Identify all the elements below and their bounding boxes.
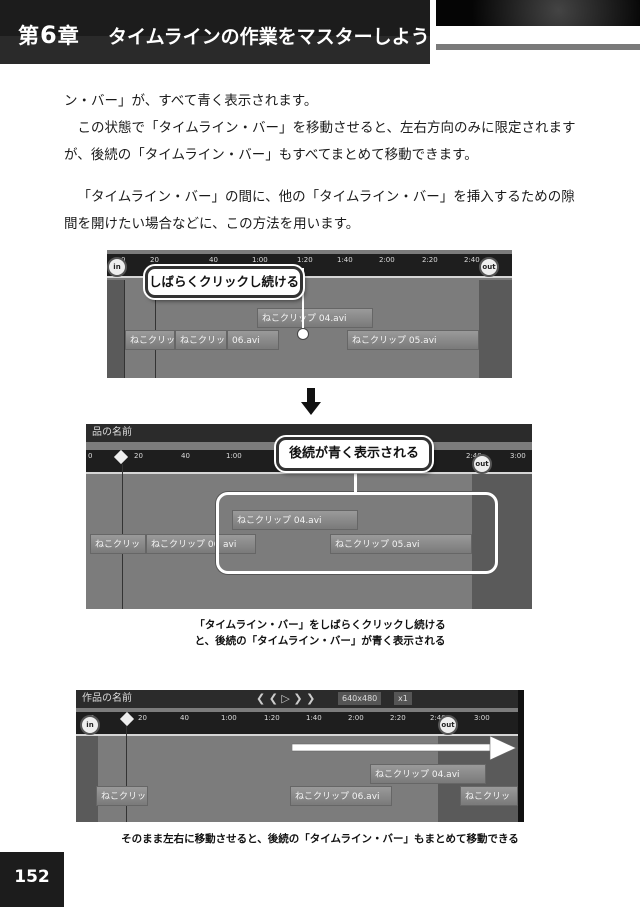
tick-label: 3:00 [510, 452, 526, 460]
move-right-arrow-icon [292, 736, 516, 760]
clip-06a[interactable]: ねこクリッ [175, 330, 227, 350]
window-title-text: 作品の名前 [82, 693, 132, 704]
tick-label: 1:00 [221, 714, 237, 722]
tick-label: 1:00 [226, 452, 242, 460]
tick-label: 1:20 [297, 256, 313, 264]
clip-right[interactable]: ねこクリッ [460, 786, 518, 806]
tick-label: 3:00 [474, 714, 490, 722]
clip-06b[interactable]: 06.avi [227, 330, 279, 350]
clip-04[interactable]: ねこクリップ 04.avi [370, 764, 486, 784]
header-photo [436, 0, 640, 26]
paragraph-3: 「タイムライン・バー」の間に、他の「タイムライン・バー」を挿入するための隙間を開… [64, 189, 575, 232]
timeline-screenshot-2: 品の名前 0 20 40 1:00 2:40 3:00 out ねこクリップ 0… [86, 424, 532, 609]
out-marker[interactable]: out [479, 257, 499, 277]
clip-04[interactable]: ねこクリップ 04.avi [232, 510, 358, 530]
out-marker[interactable]: out [472, 454, 492, 474]
clip-left[interactable]: ねこクリッ [96, 786, 148, 806]
zoom-select[interactable]: x1 [394, 692, 412, 705]
clip-04[interactable]: ねこクリップ 04.avi [257, 308, 373, 328]
callout-shown-blue: 後続が青く表示される [276, 437, 432, 471]
clip-06-tail[interactable]: avi [218, 534, 256, 554]
window-title: 作品の名前 ❮ ❮ ▷ ❯ ❯ 640x480 x1 [76, 690, 518, 708]
in-marker[interactable]: in [107, 257, 127, 277]
tick-label: 2:40 [464, 256, 480, 264]
tick-label: 0 [88, 452, 93, 460]
resolution-select[interactable]: 640x480 [338, 692, 382, 705]
tick-label: 40 [180, 714, 189, 722]
tick-label: 2:00 [348, 714, 364, 722]
tick-label: 20 [134, 452, 143, 460]
tick-label: 2:40 [430, 714, 446, 722]
page-number-box [0, 852, 64, 907]
chapter-header [0, 0, 430, 64]
figure-caption-1: 「タイムライン・バー」をしばらくクリックし続ける と、後続の「タイムライン・バー… [0, 617, 640, 649]
caption-line: と、後続の「タイムライン・バー」が青く表示される [194, 635, 446, 647]
tick-label: 2:20 [422, 256, 438, 264]
chapter-title: タイムラインの作業をマスターしよう [108, 26, 430, 48]
tick-label: 40 [209, 256, 218, 264]
down-arrow-icon [301, 388, 321, 415]
in-marker[interactable]: in [80, 715, 100, 735]
timeline-screenshot-3: 作品の名前 ❮ ❮ ▷ ❯ ❯ 640x480 x1 0 20 40 1:00 … [76, 690, 524, 822]
highlight-box [216, 492, 498, 574]
tick-label: 20 [138, 714, 147, 722]
timeline-screenshot-1: 0 20 40 1:00 1:20 1:40 2:00 2:20 2:40 in… [107, 250, 512, 378]
page-number: 152 [14, 867, 50, 887]
out-marker[interactable]: out [438, 715, 458, 735]
clip-06[interactable]: ねこクリップ 06.avi [290, 786, 392, 806]
caption-line: 「タイムライン・バー」をしばらくクリックし続ける [194, 619, 446, 631]
tick-label: 40 [181, 452, 190, 460]
tick-label: 1:40 [306, 714, 322, 722]
tick-label: 2:00 [379, 256, 395, 264]
clip-left[interactable]: ねこクリッ [125, 330, 175, 350]
playback-controls-icon[interactable]: ❮ ❮ ▷ ❯ ❯ [256, 692, 316, 705]
tick-label: 1:20 [264, 714, 280, 722]
tick-label: 2:20 [390, 714, 406, 722]
paragraph-2: この状態で「タイムライン・バー」を移動させると、左右方向のみに限定されますが、後… [64, 120, 576, 163]
paragraph-1: ン・バー」が、すべて青く表示されます。 [64, 93, 318, 109]
callout-keep-clicking: しばらくクリックし続ける [145, 266, 303, 298]
header-rule [436, 44, 640, 50]
tick-label: 20 [150, 256, 159, 264]
clip-left[interactable]: ねこクリッ [90, 534, 146, 554]
figure-caption-2: そのまま左右に移動させると、後続の「タイムライン・バー」もまとめて移動できる [121, 833, 519, 845]
tick-label: 1:00 [252, 256, 268, 264]
clip-05[interactable]: ねこクリップ 05.avi [330, 534, 472, 554]
tick-label: 1:40 [337, 256, 353, 264]
clip-06[interactable]: ねこクリップ 06 [146, 534, 218, 554]
chapter-label: 第6章 [18, 21, 80, 49]
clip-05[interactable]: ねこクリップ 05.avi [347, 330, 479, 350]
